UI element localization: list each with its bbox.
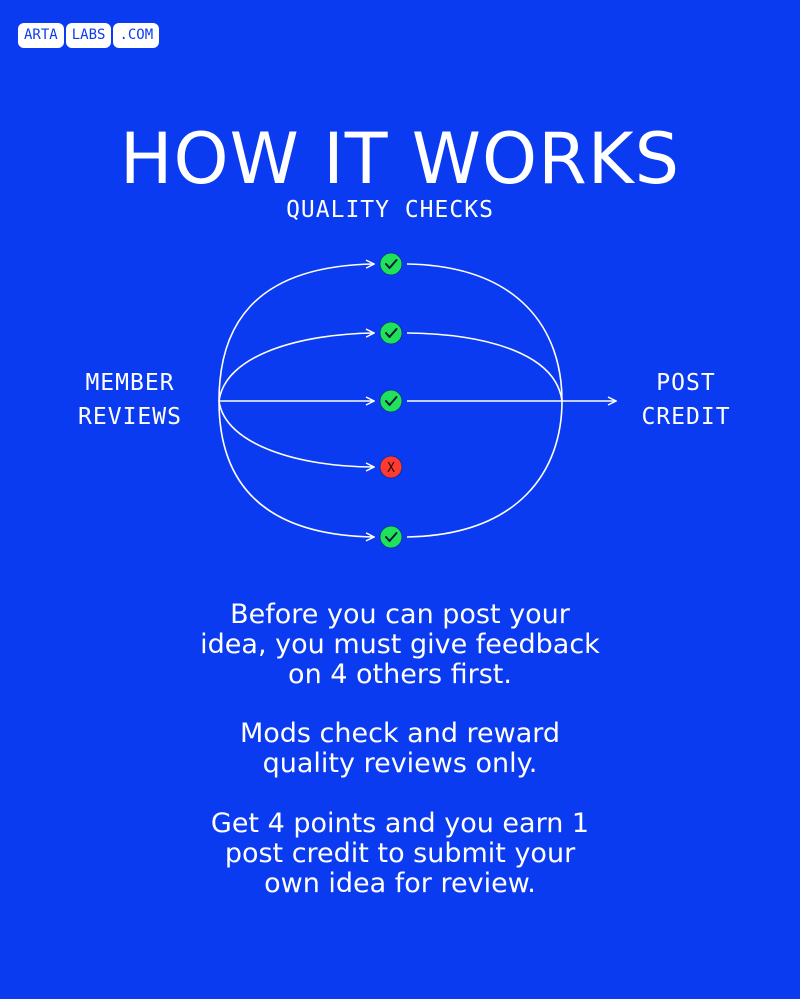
path-out-5 [406,400,563,538]
post-credit-label: POST CREDIT [606,366,766,434]
logo-part-labs: LABS [65,23,112,48]
arta-labs-logo: ARTA LABS .COM [18,23,161,48]
check-fail-icon: X [379,455,403,479]
member-reviews-line-2: REVIEWS [78,404,182,430]
logo-part-com: .COM [113,23,160,48]
check-pass-icon [379,525,403,549]
description-3-line-1: Get 4 points and you earn 1 [210,808,590,839]
description-1-line-2: idea, you must give feedback [200,629,600,660]
description-paragraph-2: Mods check and reward quality reviews on… [0,719,800,779]
logo-part-arta: ARTA [18,23,64,48]
path-in-1 [218,264,374,402]
path-out-1 [406,263,563,402]
quality-checks-label: QUALITY CHECKS [286,197,494,223]
path-in-4 [218,400,374,467]
path-in-5 [218,400,374,537]
description-1-line-3: on 4 others first. [288,659,512,690]
post-credit-line-1: POST [656,370,716,396]
check-pass-icon [379,321,403,345]
page-title: HOW IT WORKS [119,117,681,200]
path-in-2 [218,333,374,402]
member-reviews-label: MEMBER REVIEWS [50,366,210,434]
description-3-line-3: own idea for review. [264,868,536,899]
description-paragraph-3: Get 4 points and you earn 1 post credit … [0,809,800,899]
description-2-line-1: Mods check and reward [239,718,561,749]
description-paragraph-1: Before you can post your idea, you must … [0,600,800,690]
member-reviews-line-1: MEMBER [85,370,175,396]
post-credit-line-2: CREDIT [641,404,731,430]
description-1-line-1: Before you can post your [230,599,570,630]
fail-mark: X [387,461,395,476]
description-3-line-2: post credit to submit your [224,838,576,869]
check-pass-icon [379,389,403,413]
description-2-line-2: quality reviews only. [262,748,538,779]
path-out-2 [406,332,563,402]
check-pass-icon [379,252,403,276]
